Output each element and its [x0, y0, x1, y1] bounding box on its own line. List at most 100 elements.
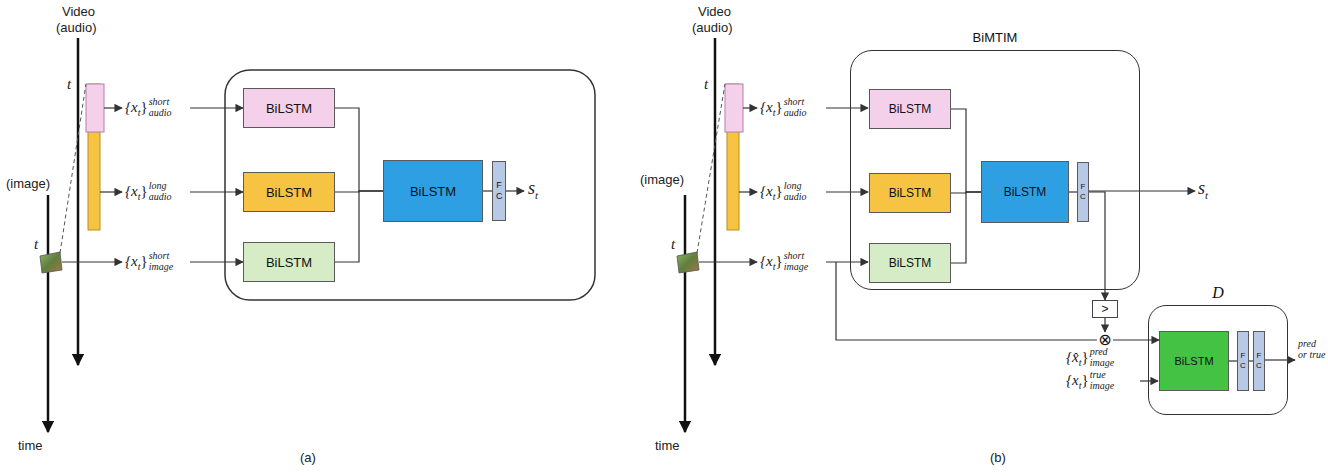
script-stack: longaudio — [784, 180, 807, 202]
layer-label: BiLSTM — [889, 256, 932, 270]
module-title: BiMTIM — [851, 30, 1139, 45]
layer-label: BiLSTM — [266, 185, 312, 200]
panel-label: (a) — [300, 450, 316, 465]
math-brace: } — [140, 99, 147, 116]
input-arrow — [699, 261, 757, 262]
output-arrow — [1264, 359, 1295, 360]
math-variable: {x — [760, 99, 773, 116]
math-subscript: t — [138, 107, 141, 118]
math-subscript: audio — [784, 191, 807, 202]
output-arrow — [506, 190, 524, 191]
layer-label: BiLSTM — [266, 101, 312, 116]
true-input-arrow — [1140, 380, 1158, 381]
input-arrow — [739, 191, 757, 192]
math-subscript: audio — [149, 107, 172, 118]
script-stack: trueimage — [1090, 369, 1114, 391]
connector — [951, 109, 981, 192]
audio-timeline — [714, 38, 717, 365]
math-variable: {x — [1066, 372, 1079, 389]
layer-label: BiLSTM — [266, 255, 312, 270]
output-symbol: st — [1198, 178, 1208, 199]
input-arrow — [743, 107, 757, 108]
math-subscript: t — [535, 189, 538, 201]
stream-label: (audio) — [692, 20, 732, 35]
math-subscript: t — [138, 261, 141, 272]
math-brace: } — [1081, 372, 1088, 389]
math-brace: } — [775, 183, 782, 200]
math-label: {xt}shortaudio — [760, 96, 806, 118]
connector — [1089, 192, 1105, 300]
input-arrow — [104, 107, 122, 108]
short-audio-window — [725, 84, 743, 132]
connector — [1113, 339, 1159, 340]
math-subscript: audio — [149, 191, 172, 202]
time-mark: t — [67, 76, 71, 93]
input-arrow — [190, 261, 243, 262]
math-brace: } — [140, 253, 147, 270]
script-stack: shortimage — [149, 250, 173, 272]
stream-label: Video — [62, 4, 95, 19]
fc-layer: F C — [492, 161, 506, 221]
fc-layer: F C — [1077, 162, 1089, 222]
time-mark: t — [704, 76, 708, 93]
math-subscript: image — [149, 261, 173, 272]
bilstm-box: BiLSTM — [243, 242, 335, 282]
math-subscript: t — [1079, 357, 1082, 368]
audio-timeline — [77, 38, 80, 365]
math-label: {x̂t}predimage — [1066, 346, 1114, 368]
layer-label: BiLSTM — [889, 186, 932, 200]
script-stack: predimage — [1090, 346, 1114, 368]
math-label: {xt}shortaudio — [125, 96, 171, 118]
layer-label: BiLSTM — [1004, 185, 1047, 199]
input-arrow — [826, 191, 868, 192]
output-arrow — [1088, 190, 1195, 191]
stream-label: (image) — [640, 172, 684, 187]
bilstm-box: BiLSTM — [1159, 331, 1229, 391]
math-subscript: image — [1090, 380, 1114, 391]
multiply-symbol: ⊗ — [1097, 332, 1113, 348]
script-stack: shortaudio — [784, 96, 807, 118]
time-mark: t — [34, 236, 38, 253]
module-title: D — [1149, 284, 1287, 302]
math-superscript: short — [149, 250, 173, 261]
threshold-box: > — [1092, 300, 1118, 318]
math-superscript: long — [784, 180, 807, 191]
math-subscript: t — [1205, 189, 1208, 201]
output-label: pred or true — [1298, 338, 1326, 360]
input-arrow — [826, 261, 868, 262]
connector — [335, 191, 383, 192]
math-superscript: true — [1090, 369, 1114, 380]
input-arrow — [190, 191, 243, 192]
fc-layer: F C — [1253, 331, 1265, 391]
math-label: {xt}longaudio — [760, 180, 806, 202]
layer-label: > — [1101, 302, 1108, 316]
short-audio-window — [86, 84, 104, 132]
math-variable: {x — [760, 183, 773, 200]
math-brace: } — [775, 99, 782, 116]
script-stack: shortaudio — [149, 96, 172, 118]
math-subscript: audio — [784, 107, 807, 118]
math-subscript: image — [784, 261, 808, 272]
math-variable: s — [1198, 178, 1205, 198]
math-brace: } — [1081, 349, 1088, 366]
math-subscript: t — [773, 107, 776, 118]
layer-label: F C — [496, 180, 502, 202]
math-variable: {x̂ — [1066, 349, 1079, 366]
math-superscript: long — [149, 180, 172, 191]
connector — [335, 108, 383, 191]
math-subscript: t — [773, 261, 776, 272]
math-subscript: t — [773, 191, 776, 202]
bilstm-box: BiLSTM — [981, 161, 1069, 223]
bilstm-box: BiLSTM — [383, 160, 483, 222]
layer-label: BiLSTM — [889, 102, 932, 116]
layer-label: BiLSTM — [410, 184, 456, 199]
connector — [1104, 318, 1105, 332]
time-mark: t — [671, 236, 675, 253]
math-superscript: short — [149, 96, 172, 107]
image-thumbnail — [677, 252, 699, 273]
connector — [1229, 360, 1237, 361]
input-arrow — [826, 107, 868, 108]
math-subscript: t — [138, 191, 141, 202]
